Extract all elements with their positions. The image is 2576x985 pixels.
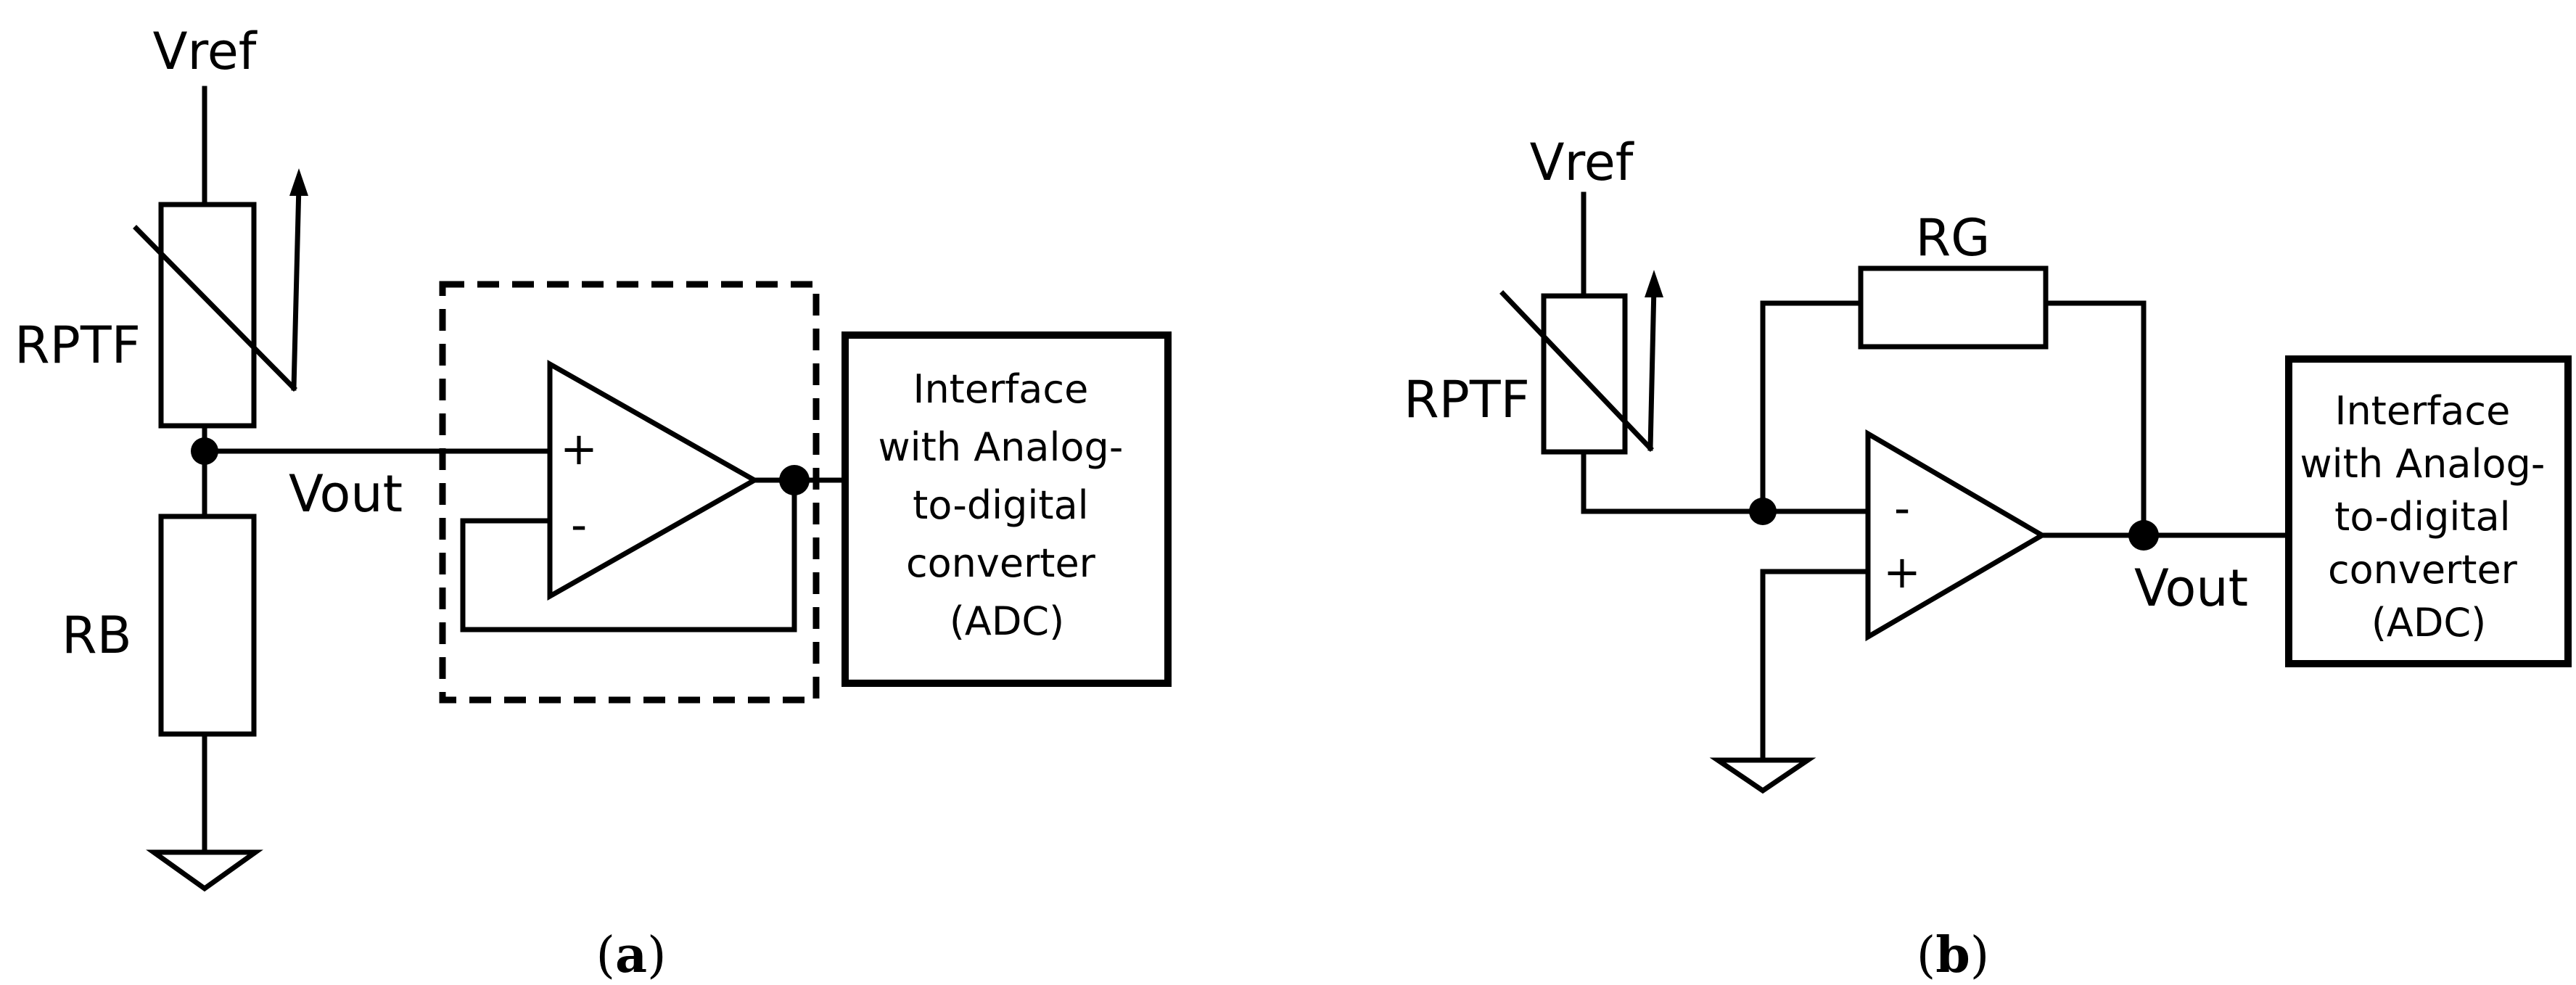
panel-a-ground-symbol bbox=[146, 849, 263, 892]
panel-a-vref-label: Vref bbox=[153, 22, 258, 81]
panel-b-adc-text: Interface with Analog- to-digital conver… bbox=[2300, 388, 2558, 646]
panel-b: Vref RPTF RG - + Vout Interface with Ana… bbox=[1404, 133, 2572, 984]
panel-b-opamp bbox=[1865, 429, 2047, 642]
panel-b-rptf-arrowhead bbox=[1645, 270, 1663, 297]
panel-b-vref-label: Vref bbox=[1530, 133, 1634, 192]
panel-b-rptf-arrow-stem bbox=[1647, 284, 1657, 451]
panel-a-rptf-arrowhead bbox=[289, 168, 308, 196]
panel-b-rg-label: RG bbox=[1916, 208, 1991, 268]
panel-a-rptf-arrow-stem bbox=[291, 182, 302, 391]
panel-a-rptf-label: RPTF bbox=[15, 316, 141, 375]
panel-a-feedback-wire bbox=[460, 477, 797, 632]
panel-b-feedback-left-wire bbox=[1760, 300, 1864, 514]
panel-b-caption: (b) bbox=[1917, 926, 1990, 984]
panel-a-opamp-minus: - bbox=[571, 498, 587, 551]
panel-b-vout-label: Vout bbox=[2134, 559, 2248, 618]
panel-a-adc-box bbox=[841, 331, 1172, 687]
panel-b-ground-wire bbox=[1760, 569, 1871, 763]
panel-a-adc-text: Interface with Analog- to-digital conver… bbox=[878, 366, 1136, 644]
panel-a: Vref RPTF Vout RB + - Interface with Ana… bbox=[15, 22, 1172, 984]
panel-a-rb-label: RB bbox=[62, 606, 132, 665]
panel-a-rptf-slash bbox=[133, 225, 297, 392]
panel-a-vout-label: Vout bbox=[289, 464, 403, 524]
panel-b-opamp-plus: + bbox=[1883, 545, 1921, 598]
panel-b-opamp-minus: - bbox=[1894, 482, 1910, 535]
panel-b-ground-symbol bbox=[1709, 757, 1816, 794]
panel-a-rb-resistor bbox=[158, 514, 257, 737]
panel-b-adc-box bbox=[2285, 355, 2572, 667]
panel-b-feedback-right-wire bbox=[2043, 300, 2147, 538]
panel-a-rptf-resistor bbox=[158, 202, 257, 429]
panel-b-input-wire bbox=[1581, 449, 1871, 514]
panel-b-node-output bbox=[2128, 520, 2159, 551]
panel-a-opamp bbox=[547, 359, 760, 601]
panel-b-rg-resistor bbox=[1858, 265, 2049, 350]
panel-a-opamp-plus: + bbox=[560, 422, 598, 475]
panel-a-caption: (a) bbox=[596, 926, 666, 984]
panel-b-rptf-resistor bbox=[1541, 293, 1628, 455]
panel-b-rptf-label: RPTF bbox=[1404, 370, 1530, 429]
panel-b-rptf-slash bbox=[1499, 290, 1654, 452]
panel-a-buffer-dashed-box bbox=[439, 281, 820, 704]
